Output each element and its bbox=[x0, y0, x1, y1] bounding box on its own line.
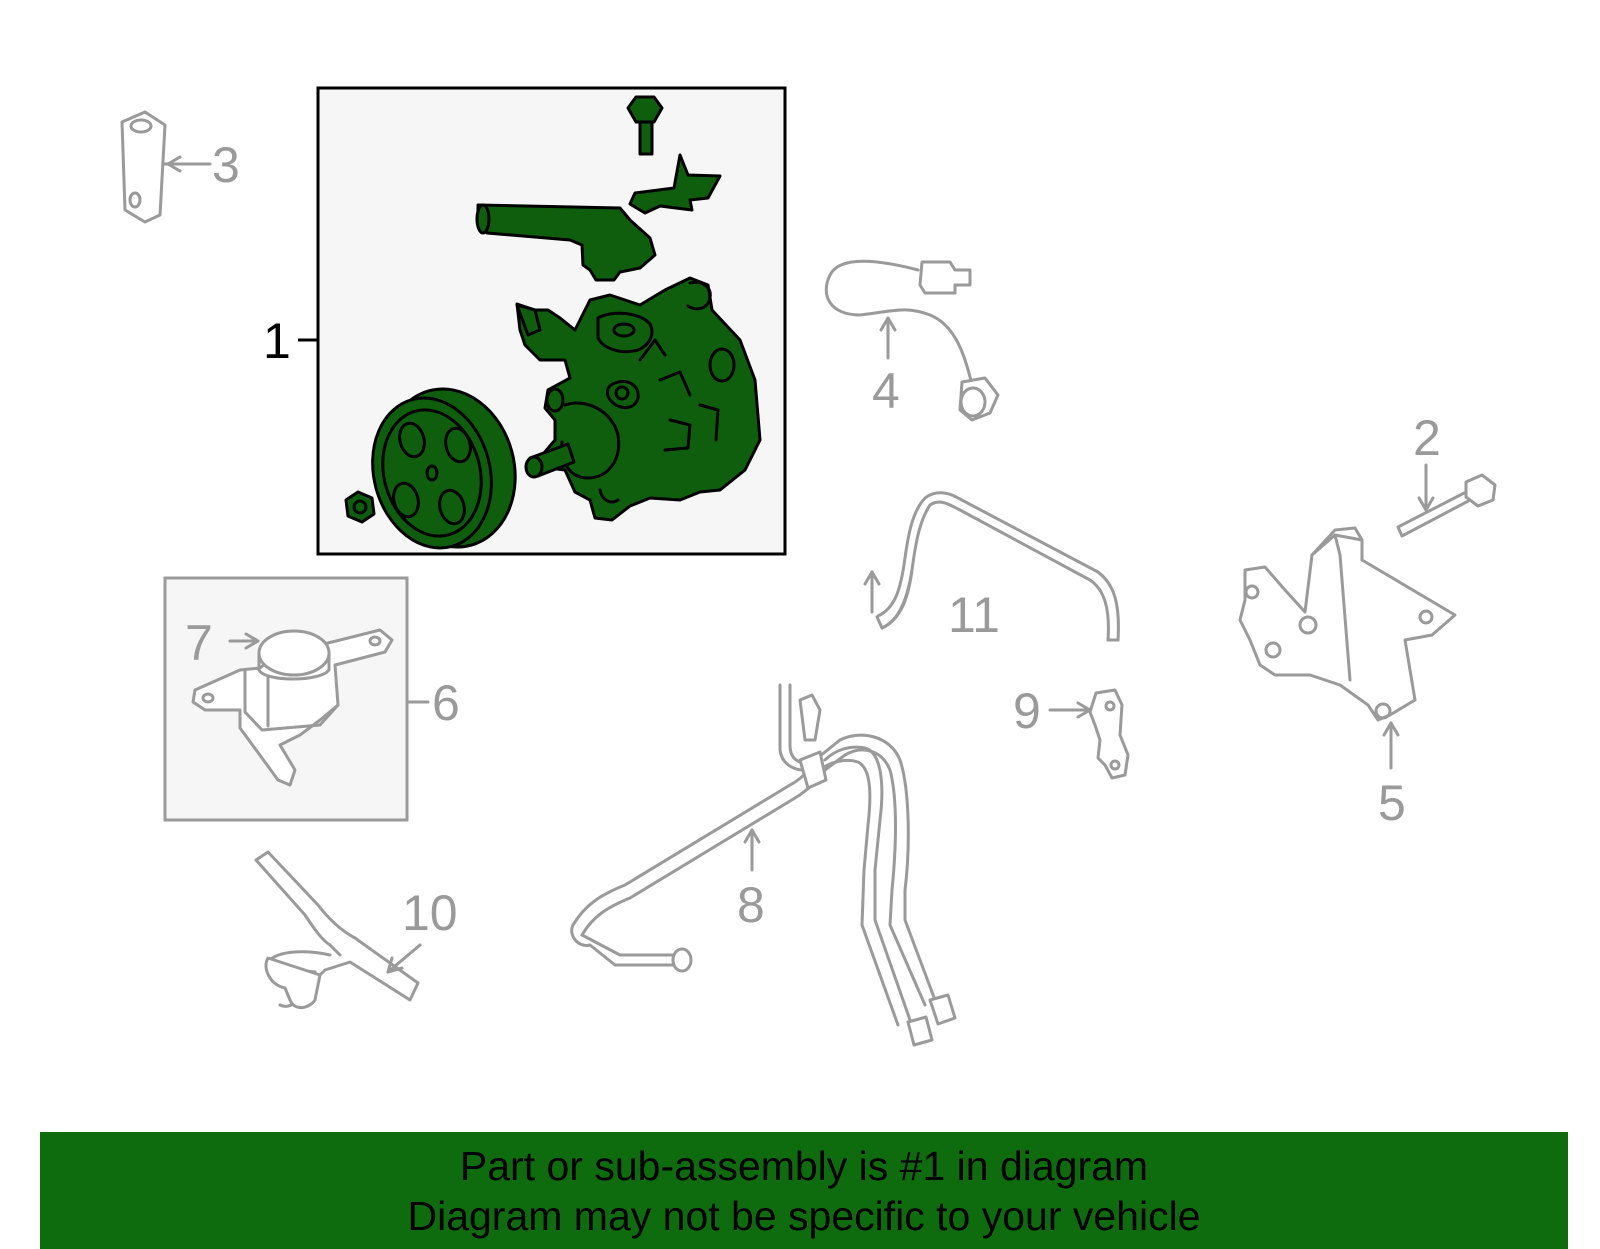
part-10-return-hose[interactable] bbox=[254, 850, 422, 1009]
part-3-bracket[interactable] bbox=[120, 110, 212, 224]
callout-1[interactable]: 1 bbox=[263, 313, 291, 369]
part-5-pump-bracket[interactable] bbox=[1238, 526, 1457, 770]
callout-5[interactable]: 5 bbox=[1378, 775, 1406, 831]
callout-2[interactable]: 2 bbox=[1413, 410, 1441, 466]
footer-line-1: Part or sub-assembly is #1 in diagram bbox=[459, 1142, 1149, 1189]
callout-11[interactable]: 11 bbox=[948, 587, 1000, 643]
part-9-clamp[interactable] bbox=[1048, 688, 1130, 780]
part-11-hose[interactable] bbox=[863, 491, 1120, 642]
footer-line-2: Diagram may not be specific to your vehi… bbox=[407, 1192, 1201, 1239]
pump-bracket bbox=[628, 153, 722, 215]
callout-3[interactable]: 3 bbox=[212, 137, 240, 193]
reservoir bbox=[191, 628, 394, 787]
part-2-bolt[interactable] bbox=[1396, 463, 1497, 538]
part-1-power-steering-pump-box[interactable] bbox=[298, 86, 787, 562]
callout-10[interactable]: 10 bbox=[402, 885, 458, 941]
pump-bolt bbox=[626, 95, 664, 156]
pump-nut bbox=[344, 490, 376, 524]
part-6-reservoir-box[interactable] bbox=[163, 576, 430, 822]
part-8-pressure-hose-assembly[interactable] bbox=[570, 683, 957, 1047]
callout-8[interactable]: 8 bbox=[737, 877, 765, 933]
pump-inlet-fitting bbox=[476, 203, 657, 282]
callout-9[interactable]: 9 bbox=[1013, 683, 1041, 739]
footer-banner: Part or sub-assembly is #1 in diagram Di… bbox=[40, 1132, 1568, 1249]
callout-4[interactable]: 4 bbox=[872, 363, 900, 419]
part-4-pressure-sensor-wire[interactable] bbox=[824, 259, 1000, 422]
callout-6[interactable]: 6 bbox=[432, 675, 460, 731]
callout-7[interactable]: 7 bbox=[185, 615, 213, 671]
pump-body bbox=[515, 276, 762, 522]
pump-pulley bbox=[371, 387, 517, 550]
